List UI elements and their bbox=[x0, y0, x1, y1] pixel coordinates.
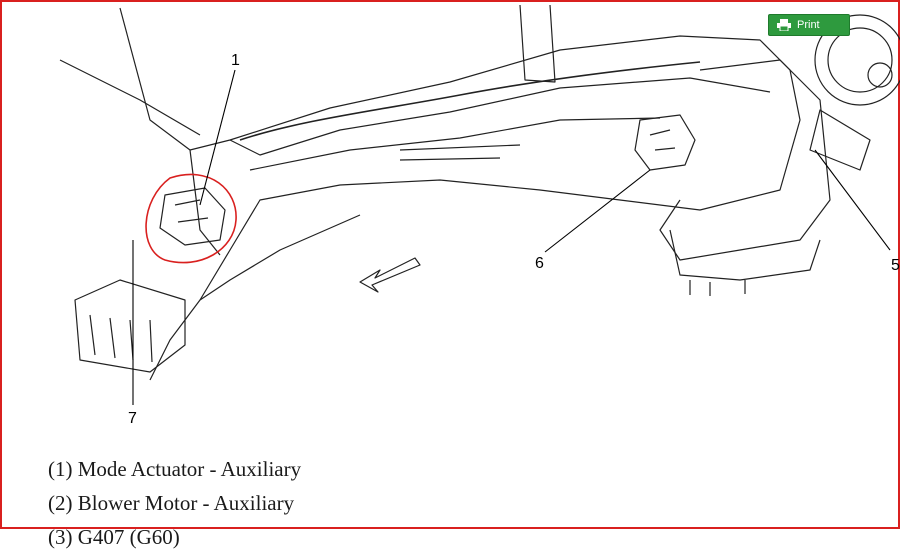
mode-actuator-6 bbox=[634, 114, 696, 171]
blower-housing bbox=[659, 59, 831, 261]
legend-item: (2) Blower Motor - Auxiliary bbox=[48, 491, 295, 515]
printer-icon bbox=[777, 19, 791, 31]
legend-item: (3) G407 (G60) bbox=[48, 525, 180, 549]
highlight-ring bbox=[145, 173, 237, 264]
blower-motor bbox=[814, 14, 900, 106]
legend-item: (1) Mode Actuator - Auxiliary bbox=[48, 457, 302, 481]
callout-5: 5 bbox=[891, 257, 900, 274]
duct-riser bbox=[519, 4, 556, 83]
callout-7: 7 bbox=[128, 410, 137, 427]
main-duct bbox=[119, 7, 801, 381]
hvac-duct-diagram: 1 5 6 7 bbox=[59, 4, 900, 427]
direction-arrow bbox=[359, 257, 421, 293]
callout-6: 6 bbox=[535, 255, 544, 272]
page-frame bbox=[0, 0, 900, 529]
print-button[interactable]: Print bbox=[768, 14, 850, 36]
callout-1: 1 bbox=[231, 52, 240, 69]
mode-actuator-1 bbox=[159, 187, 226, 246]
print-label: Print bbox=[797, 19, 820, 31]
legend-list: (1) Mode Actuator - Auxiliary (2) Blower… bbox=[48, 452, 868, 554]
air-outlet bbox=[74, 279, 186, 373]
